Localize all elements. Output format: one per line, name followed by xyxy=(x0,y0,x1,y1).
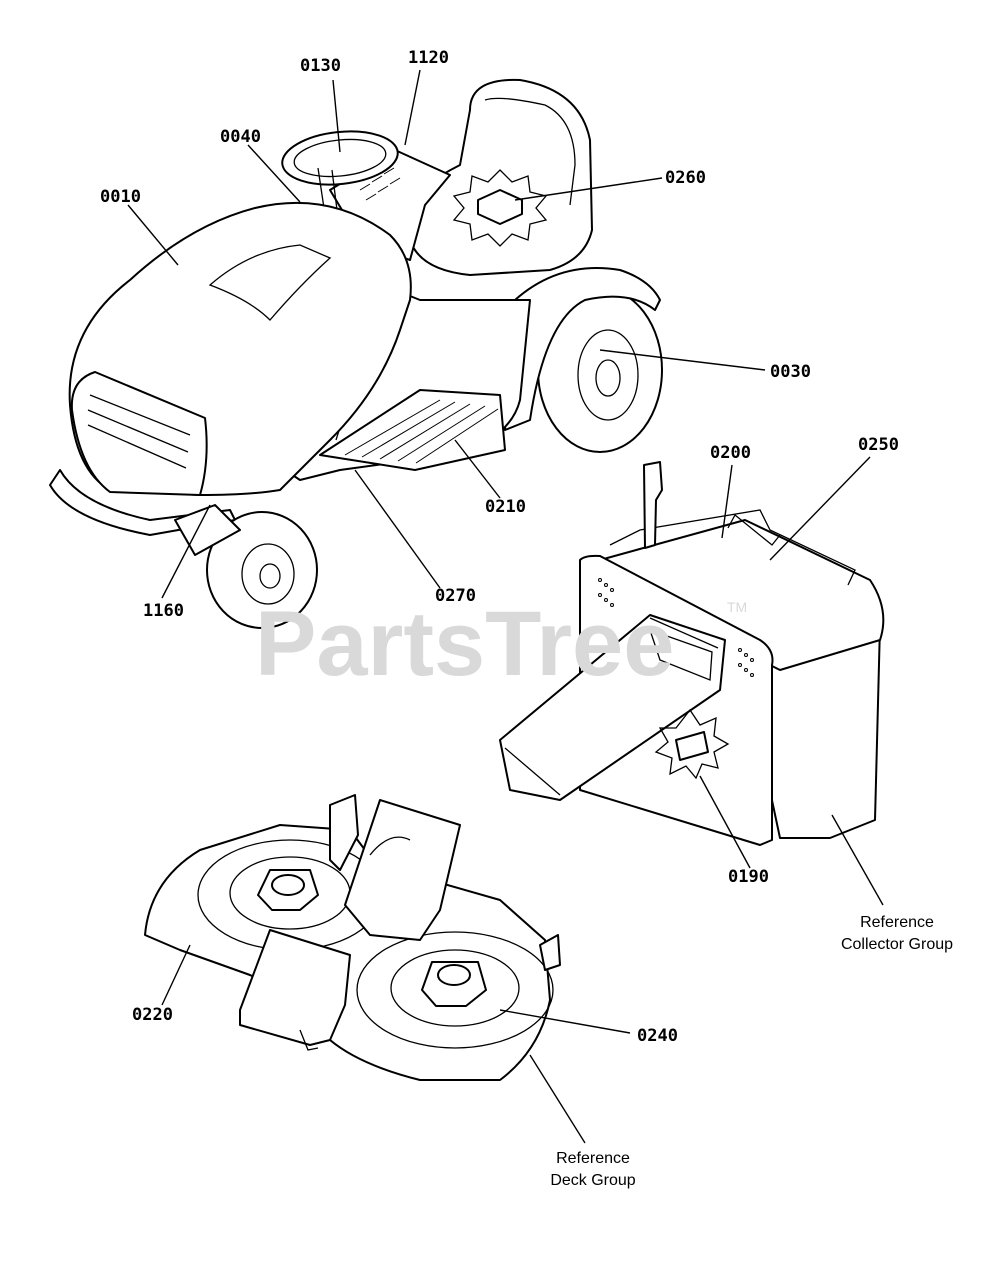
watermark-trademark: TM xyxy=(727,599,747,615)
callout-1120: 1120 xyxy=(408,48,449,68)
callout-0040: 0040 xyxy=(220,127,261,147)
collector-drawing xyxy=(499,461,885,846)
callout-0210: 0210 xyxy=(485,497,526,517)
reference-deck-line2: Deck Group xyxy=(550,1172,635,1189)
callout-0010: 0010 xyxy=(100,187,141,207)
callout-0270: 0270 xyxy=(435,586,476,606)
callout-0200: 0200 xyxy=(710,443,751,463)
callout-0130: 0130 xyxy=(300,56,341,76)
reference-collector-line2: Collector Group xyxy=(841,936,953,953)
watermark-text: PartsTree xyxy=(255,593,674,695)
reference-collector-line1: Reference xyxy=(860,914,934,931)
leader-lines xyxy=(127,69,884,1144)
callout-0260: 0260 xyxy=(665,168,706,188)
callout-0190: 0190 xyxy=(728,867,769,887)
callout-1160: 1160 xyxy=(143,601,184,621)
callout-0030: 0030 xyxy=(770,362,811,382)
reference-deck-line1: Reference xyxy=(556,1150,630,1167)
callout-0250: 0250 xyxy=(858,435,899,455)
deck-drawing xyxy=(144,794,561,1081)
callout-0220: 0220 xyxy=(132,1005,173,1025)
tractor-drawing xyxy=(49,78,663,629)
callout-0240: 0240 xyxy=(637,1026,678,1046)
